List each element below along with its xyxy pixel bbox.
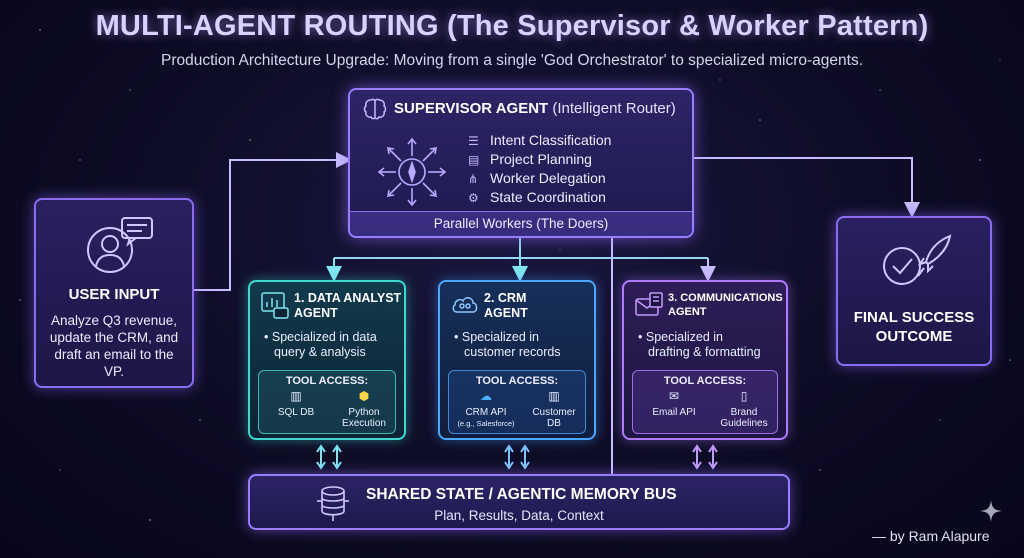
sql-db-label: SQL DB xyxy=(277,407,315,418)
customer-db-line2: DB xyxy=(547,418,561,429)
crm-api-example: (e.g., Salesforce) xyxy=(457,419,515,428)
agent2-title: 2. CRM AGENT xyxy=(484,291,528,321)
email-api-tool: ✉ Email API xyxy=(641,389,707,418)
rocket-check-icon xyxy=(883,234,952,285)
agent1-tool-access: TOOL ACCESS: ▥ SQL DB ⬢ Python Execution xyxy=(258,370,396,434)
project-planning-item: ▤ Project Planning xyxy=(468,151,592,167)
supervisor-title-sub: (Intelligent Router) xyxy=(552,100,676,117)
sparkle-icon xyxy=(980,500,1002,522)
envelope-doc-icon xyxy=(635,292,663,316)
crm-api-label: CRM API xyxy=(465,407,507,418)
brand-guidelines-line1: Brand xyxy=(730,407,758,418)
brain-icon xyxy=(363,98,387,120)
book-icon: ▯ xyxy=(740,389,748,403)
final-outcome-box: FINAL SUCCESS OUTCOME xyxy=(836,216,992,366)
agent1-title-line2: AGENT xyxy=(294,306,338,320)
database-icon: ▥ xyxy=(290,389,302,403)
agent2-tools-label: TOOL ACCESS: xyxy=(475,375,559,387)
communications-agent-box: 3. COMMUNICATIONS AGENT • Specialized in… xyxy=(622,280,788,440)
agent3-desc-line1: Specialized in xyxy=(645,330,723,344)
agent3-title-line1: 3. COMMUNICATIONS xyxy=(668,292,783,304)
agent3-tools-label: TOOL ACCESS: xyxy=(663,375,747,387)
user-input-title: USER INPUT xyxy=(68,286,160,303)
brand-guidelines-tool: ▯ Brand Guidelines xyxy=(711,389,777,429)
agent3-desc-line2: drafting & formatting xyxy=(648,345,761,359)
salesforce-cloud-icon: ☁ xyxy=(480,389,492,403)
bus-subtitle: Plan, Results, Data, Context xyxy=(434,508,604,523)
envelope-icon: ✉ xyxy=(668,389,680,403)
compass-router-icon xyxy=(377,137,447,207)
brand-guidelines-line2: Guidelines xyxy=(720,418,768,429)
agent3-bus-arrows xyxy=(692,444,718,470)
agent2-title-line2: AGENT xyxy=(484,306,528,320)
database-icon: ▥ xyxy=(548,389,560,403)
agent3-title-line2: AGENT xyxy=(668,306,707,318)
user-chat-icon xyxy=(87,217,153,273)
python-icon: ⬢ xyxy=(358,389,370,403)
hierarchy-icon: ⋔ xyxy=(468,172,479,186)
intent-classification-item: ☰ Intent Classification xyxy=(468,132,611,148)
agent1-bus-arrows xyxy=(316,444,342,470)
agent2-desc-line2: customer records xyxy=(464,345,561,359)
final-outcome-line1: FINAL SUCCESS xyxy=(853,309,975,326)
database-network-icon xyxy=(317,486,349,521)
worker-delegation-item: ⋔ Worker Delegation xyxy=(468,170,606,186)
author-byline: — by Ram Alapure xyxy=(872,528,990,544)
page-title: MULTI-AGENT ROUTING (The Supervisor & Wo… xyxy=(95,10,929,42)
agent1-desc-line1: Specialized in data xyxy=(271,330,377,344)
agent3-tool-access: TOOL ACCESS: ✉ Email API ▯ Brand Guideli… xyxy=(632,370,778,434)
gears-icon: ⚙ xyxy=(468,191,479,205)
user-input-box: USER INPUT Analyze Q3 revenue, update th… xyxy=(34,198,194,388)
agent2-desc-line1: Specialized in xyxy=(461,330,539,344)
parallel-workers-label: Parallel Workers (The Doers) xyxy=(350,211,692,236)
clipboard-icon: ▤ xyxy=(468,153,480,167)
data-analyst-agent-box: 1. DATA ANALYST AGENT • Specialized in d… xyxy=(248,280,406,440)
agent2-bus-arrows xyxy=(504,444,530,470)
intent-classification-label: Intent Classification xyxy=(490,132,612,148)
worker-delegation-label: Worker Delegation xyxy=(490,170,606,186)
chart-sql-icon xyxy=(261,292,289,319)
state-coordination-item: ⚙ State Coordination xyxy=(468,189,606,205)
agent1-description: • Specialized in data query & analysis xyxy=(264,330,396,360)
agent2-title-line1: 2. CRM xyxy=(484,291,527,305)
crm-api-tool: ☁ CRM API (e.g., Salesforce) xyxy=(453,389,519,429)
crm-agent-box: 2. CRM AGENT • Specialized in customer r… xyxy=(438,280,596,440)
final-outcome-title: FINAL SUCCESS OUTCOME xyxy=(838,308,990,346)
agent1-tools-label: TOOL ACCESS: xyxy=(285,375,369,387)
page-subtitle: Production Architecture Upgrade: Moving … xyxy=(160,52,864,69)
agent1-desc-line2: query & analysis xyxy=(274,345,366,359)
agent3-description: • Specialized in drafting & formatting xyxy=(638,330,778,360)
python-label-line1: Python xyxy=(348,407,380,418)
customer-db-tool: ▥ Customer DB xyxy=(521,389,587,429)
email-api-label: Email API xyxy=(652,407,696,418)
user-input-text: Analyze Q3 revenue, update the CRM, and … xyxy=(49,313,179,379)
shared-state-bus-box: SHARED STATE / AGENTIC MEMORY BUS Plan, … xyxy=(248,474,790,530)
supervisor-title-text: SUPERVISOR AGENT xyxy=(394,100,549,117)
sql-db-tool: ▥ SQL DB xyxy=(263,389,329,418)
supervisor-title: SUPERVISOR AGENT (Intelligent Router) xyxy=(394,100,676,117)
bus-title: SHARED STATE / AGENTIC MEMORY BUS xyxy=(366,486,677,503)
customer-db-line1: Customer xyxy=(532,407,576,418)
agent1-title: 1. DATA ANALYST AGENT xyxy=(294,291,401,321)
cloud-users-icon xyxy=(452,297,478,313)
python-execution-tool: ⬢ Python Execution xyxy=(331,389,397,429)
agent1-title-line1: 1. DATA ANALYST xyxy=(294,291,402,305)
agent2-description: • Specialized in customer records xyxy=(454,330,586,360)
agent3-title: 3. COMMUNICATIONS AGENT xyxy=(668,291,783,319)
user-to-supervisor-arrow xyxy=(194,152,352,291)
agent2-tool-access: TOOL ACCESS: ☁ CRM API (e.g., Salesforce… xyxy=(448,370,586,434)
supervisor-agent-box: SUPERVISOR AGENT (Intelligent Router) ☰ I… xyxy=(348,88,694,238)
supervisor-to-final-arrow xyxy=(694,157,920,218)
python-label-line2: Execution xyxy=(342,418,386,429)
supervisor-to-workers-line xyxy=(334,238,708,259)
final-outcome-line2: OUTCOME xyxy=(875,328,953,345)
state-coordination-label: State Coordination xyxy=(490,189,606,205)
list-icon: ☰ xyxy=(468,134,479,148)
project-planning-label: Project Planning xyxy=(490,151,592,167)
